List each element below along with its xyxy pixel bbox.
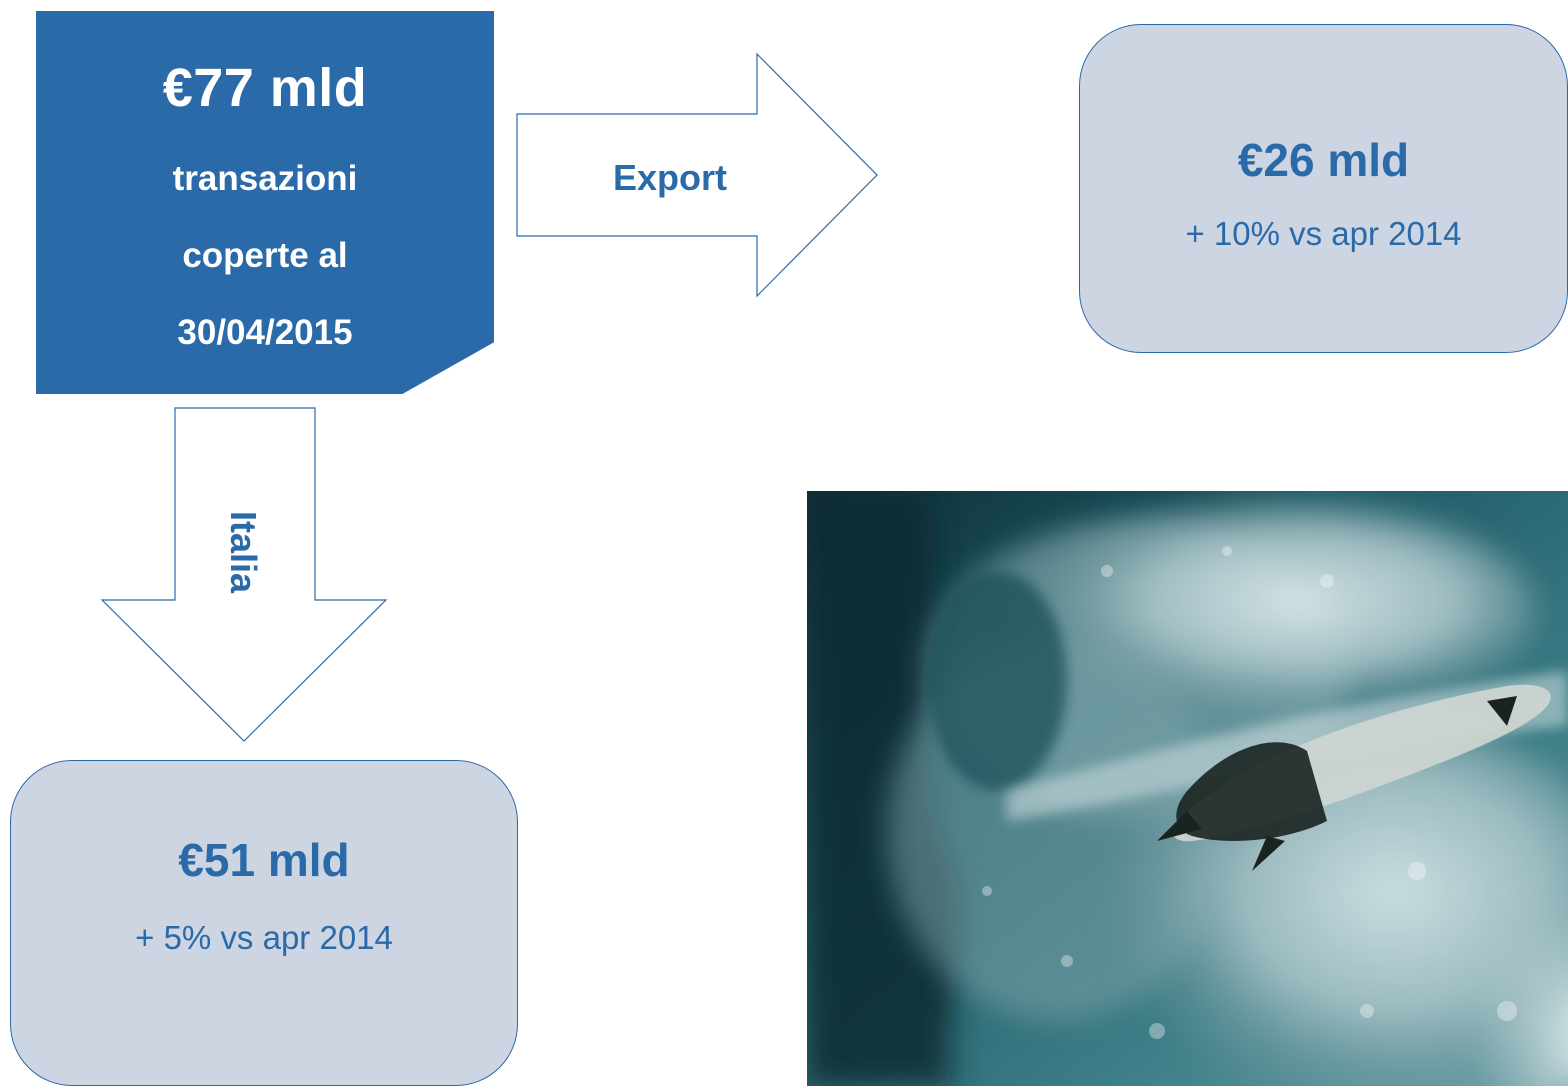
export-arrow-label: Export — [612, 157, 727, 198]
main-total-caption-line-1: transazioni — [172, 159, 358, 198]
export-arrow-shape — [516, 52, 878, 298]
italia-arrow-shape — [100, 407, 388, 742]
main-total-caption-line-2: coperte al — [182, 236, 348, 275]
italia-result-box: €51 mld + 5% vs apr 2014 — [10, 760, 518, 1086]
export-amount: €26 mld — [1237, 134, 1410, 186]
export-change: + 10% vs apr 2014 — [1185, 215, 1462, 252]
export-result-box: €26 mld + 10% vs apr 2014 — [1079, 24, 1568, 353]
italia-change: + 5% vs apr 2014 — [135, 919, 393, 956]
photo-artwork — [807, 491, 1568, 1086]
italia-arrow — [100, 407, 388, 742]
main-total-caption-line-3: 30/04/2015 — [177, 313, 353, 352]
main-total-box: €77 mld transazioni coperte al 30/04/201… — [36, 11, 494, 394]
main-total-amount: €77 mld — [162, 58, 368, 118]
underwater-surfboard-photo — [807, 491, 1568, 1086]
export-arrow — [516, 52, 878, 298]
italia-arrow-label: Italia — [223, 510, 264, 594]
italia-amount: €51 mld — [178, 834, 350, 886]
